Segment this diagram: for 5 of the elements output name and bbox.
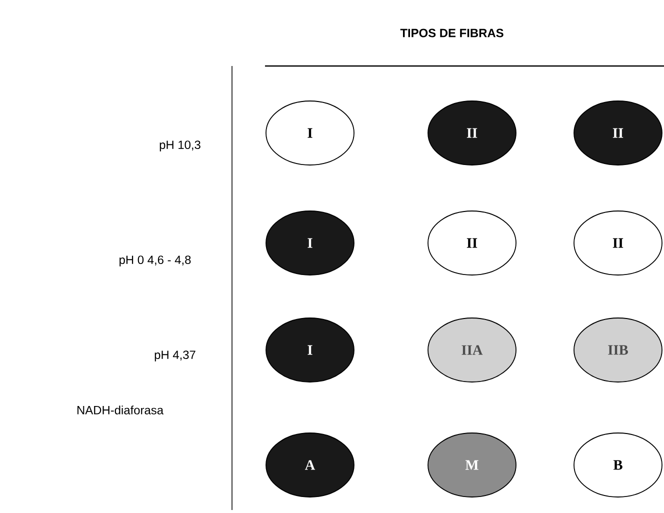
row-label: pH 0 4,6 - 4,8 — [120, 256, 191, 266]
row-label: pH 10,3 — [160, 140, 200, 152]
title: TIPOS DE FIBRAS — [400, 28, 504, 38]
row-label: pH 4,37 — [154, 350, 196, 362]
row-label: NADH-diaforasa — [77, 406, 164, 414]
